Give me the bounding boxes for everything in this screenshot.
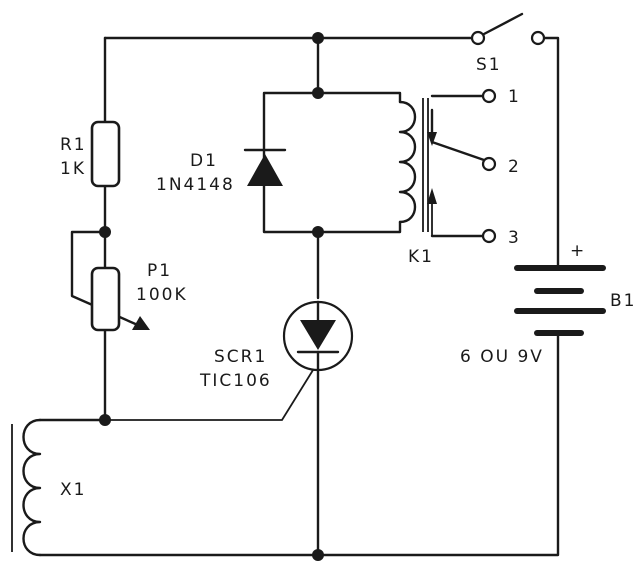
p1-wiper-arrow-icon xyxy=(132,316,150,330)
junction-gate-node xyxy=(99,414,111,426)
label-x1-name: X1 xyxy=(60,480,86,500)
label-contact-2: 2 xyxy=(508,157,521,177)
label-b1-plus: + xyxy=(570,241,586,261)
wire-top-right xyxy=(536,36,560,270)
label-p1-value: 100K xyxy=(136,285,188,305)
relay-actuator-arrow-icon xyxy=(427,188,437,204)
relay-k1-armature xyxy=(430,108,486,162)
scr1-thyristor xyxy=(282,300,354,372)
label-scr-name: SCR1 xyxy=(214,347,267,367)
label-contact-1: 1 xyxy=(508,87,521,107)
label-b1-value: 6 OU 9V xyxy=(460,347,544,367)
label-scr-value: TIC106 xyxy=(199,371,272,391)
junction-box-top xyxy=(312,87,324,99)
relay-terminal-1 xyxy=(481,88,497,104)
relay-terminal-2 xyxy=(481,156,497,172)
relay-k1-core xyxy=(422,98,429,232)
inductor-x1 xyxy=(22,418,42,557)
wire-bottom-rail xyxy=(38,332,560,557)
battery-b1 xyxy=(514,265,606,336)
potentiometer-p1 xyxy=(90,266,121,332)
relay-terminal-3 xyxy=(481,228,497,244)
junctions xyxy=(99,32,324,561)
wire-gate xyxy=(105,361,319,421)
switch-s1-terminal-left xyxy=(470,30,486,46)
labels: R1 1K P1 100K D1 1N4148 SCR1 TIC106 K1 S… xyxy=(60,55,636,500)
label-r1-name: R1 xyxy=(60,135,87,155)
relay-armature-arrow-icon xyxy=(427,132,437,146)
relay-k1-coil xyxy=(398,100,417,224)
label-s1-name: S1 xyxy=(476,55,502,75)
junction-p1-top xyxy=(99,226,111,238)
label-b1-name: B1 xyxy=(610,291,636,311)
label-p1-name: P1 xyxy=(147,261,172,281)
resistor-r1 xyxy=(90,120,121,188)
label-d1-name: D1 xyxy=(190,151,218,171)
label-d1-value: 1N4148 xyxy=(156,175,235,195)
wire-relay-box xyxy=(262,91,402,234)
switch-s1-terminal-right xyxy=(530,30,546,46)
junction-bottom-center xyxy=(312,549,324,561)
junction-box-bottom xyxy=(312,226,324,238)
junction-top-center xyxy=(312,32,324,44)
label-contact-3: 3 xyxy=(508,228,521,248)
label-r1-value: 1K xyxy=(60,159,86,179)
diode-d1 xyxy=(243,148,287,186)
label-k1-name: K1 xyxy=(408,247,434,267)
switch-s1-lever xyxy=(482,12,524,36)
